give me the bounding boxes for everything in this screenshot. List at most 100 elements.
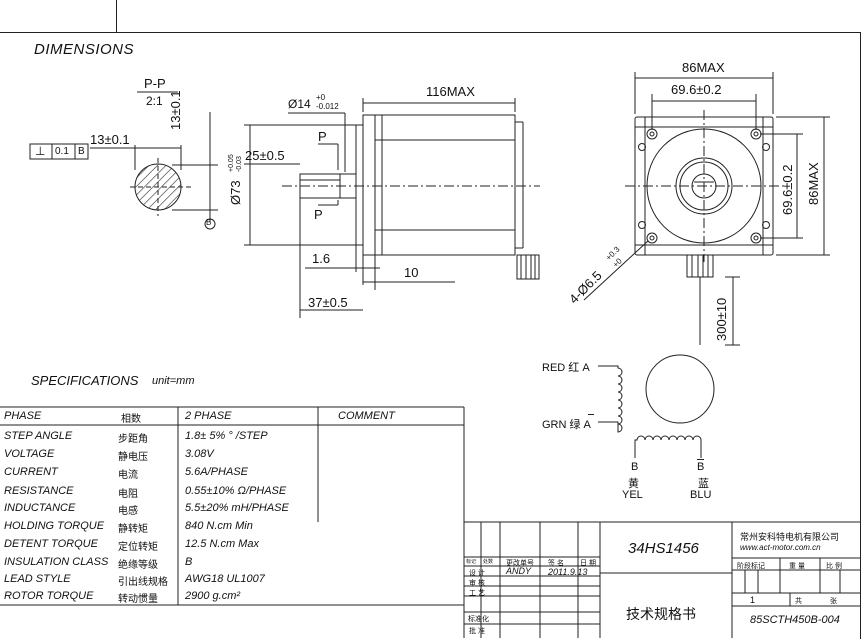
- specifications-heading: SPECIFICATIONS: [31, 373, 139, 388]
- spec-param: LEAD STYLE: [4, 573, 71, 585]
- drawing-number: 85SCTH450B-004: [750, 614, 840, 626]
- tb-total-label: 共: [795, 598, 802, 605]
- spec-param-cn: 转动惯量: [118, 594, 158, 605]
- spec-param-cn: 步距角: [118, 434, 148, 445]
- wire-b-left-en: YEL: [622, 489, 643, 501]
- tolerance-symbol: ⊥: [35, 144, 46, 158]
- spec-param-cn: 绝缘等级: [118, 560, 158, 571]
- spec-value: B: [185, 556, 193, 568]
- tb-sheet-label: 张: [830, 598, 837, 605]
- spec-value: 3.08V: [185, 448, 214, 460]
- tb-col-count: 处数: [483, 559, 494, 565]
- section-mark-bottom: P: [314, 207, 323, 222]
- spec-param: CURRENT: [4, 466, 58, 478]
- pilot-dia-tol-lower: -0.03: [236, 156, 243, 172]
- company-website: www.act-motor.com.cn: [740, 543, 821, 552]
- spec-row: INDUCTANCE 电感 5.5±20% mH/PHASE: [0, 499, 464, 517]
- spec-row: DETENT TORQUE 定位转矩 12.5 N.cm Max: [0, 535, 464, 553]
- tolerance-value: 0.1: [55, 146, 69, 157]
- comment-header: COMMENT: [338, 410, 395, 422]
- wire-grn-overbar: [588, 414, 594, 415]
- section-view: [29, 91, 218, 230]
- tb-row-approve: 批 准: [469, 628, 485, 635]
- height-hole-pitch: 69.6±0.2: [780, 164, 795, 215]
- unit-label: unit=mm: [152, 375, 195, 387]
- spec-row: INSULATION CLASS 绝缘等级 B: [0, 553, 464, 571]
- tb-row-standard: 标准化: [468, 616, 489, 623]
- spec-row: VOLTAGE 静电压 3.08V: [0, 445, 464, 463]
- spec-param: INDUCTANCE: [4, 502, 76, 514]
- tb-stage-label: 阶段标记: [737, 563, 765, 570]
- spec-param-cn: 电感: [118, 506, 138, 517]
- flange-thickness: 10: [404, 265, 419, 280]
- pilot-dia: Ø73: [228, 180, 243, 205]
- spec-param: INSULATION CLASS: [4, 556, 109, 568]
- shaft-dia-tol-lower: -0.012: [316, 102, 339, 111]
- tb-row-process: 工 艺: [469, 590, 485, 597]
- spec-value: 2900 g.cm²: [185, 590, 241, 602]
- spec-param: ROTOR TORQUE: [4, 590, 94, 602]
- wire-b-left: B: [631, 461, 639, 473]
- spec-value: 840 N.cm Min: [185, 520, 253, 532]
- spec-param: HOLDING TORQUE: [4, 520, 105, 532]
- company-name: 常州安科特电机有限公司: [740, 532, 840, 542]
- spec-row: RESISTANCE 电阻 0.55±10% Ω/PHASE: [0, 482, 464, 500]
- spec-param-cn: 电阻: [118, 489, 138, 500]
- spec-param: PHASE: [4, 410, 42, 422]
- spec-param-cn: 静转矩: [118, 524, 148, 535]
- pilot-dia-tol-upper: +0.05: [228, 154, 235, 172]
- hole-pitch: 69.6±0.2: [671, 82, 722, 97]
- tb-ratio-label: 比 例: [826, 563, 842, 570]
- spec-value: AWG18 UL1007: [185, 573, 265, 585]
- section-scale: 2:1: [146, 94, 163, 108]
- side-view: [244, 98, 540, 318]
- tb-col-sign: 签 名: [548, 560, 564, 567]
- wire-b-right: B: [697, 461, 705, 473]
- spec-row: HOLDING TORQUE 静转矩 840 N.cm Min: [0, 517, 464, 535]
- shaft-length: 37±0.5: [308, 295, 348, 310]
- tb-weight-label: 重 量: [789, 563, 805, 570]
- shaft-dia-tol-upper: +0: [316, 93, 326, 102]
- spec-value: 5.5±20% mH/PHASE: [185, 502, 289, 514]
- model-number: 34HS1456: [628, 540, 699, 557]
- tb-row-check: 审 核: [469, 580, 485, 587]
- drawing-border: [0, 32, 861, 639]
- wire-b-left-cn: 黄: [628, 478, 639, 490]
- tb-sheet-count: 1: [750, 595, 756, 605]
- spec-param: RESISTANCE: [4, 485, 74, 497]
- flat-length: 25±0.5: [245, 148, 285, 163]
- front-view: [583, 72, 830, 346]
- spec-param: VOLTAGE: [4, 448, 55, 460]
- tb-row-design: 设 计: [469, 570, 485, 577]
- dim-13-horizontal: 13±0.1: [90, 132, 130, 147]
- spec-param-cn: 定位转矩: [118, 542, 158, 553]
- height-max: 86MAX: [806, 162, 821, 205]
- tb-design-date: 2011.9.13: [548, 567, 588, 577]
- title-block-grid: [464, 521, 860, 638]
- spec-value: 2 PHASE: [185, 410, 232, 422]
- lead-length: 300±10: [714, 297, 729, 341]
- body-length: 116MAX: [426, 84, 475, 99]
- spec-param-cn: 电流: [118, 470, 138, 481]
- width-max: 86MAX: [682, 60, 725, 75]
- section-mark-top: P: [318, 129, 327, 144]
- wire-b-right-cn: 蓝: [698, 478, 709, 490]
- spec-param-cn: 静电压: [118, 452, 148, 463]
- spec-value: 1.8± 5% ° /STEP: [185, 430, 268, 442]
- dimensions-heading: DIMENSIONS: [34, 41, 135, 58]
- spec-value: 0.55±10% Ω/PHASE: [185, 485, 287, 497]
- spec-param: DETENT TORQUE: [4, 538, 98, 550]
- tolerance-datum: B: [78, 146, 85, 157]
- wire-b-right-overbar: [697, 459, 704, 460]
- spec-value: 12.5 N.cm Max: [185, 538, 259, 550]
- tb-designer: ANDY: [506, 566, 532, 576]
- pilot-depth: 1.6: [312, 251, 331, 266]
- wire-grn-label: GRN 绿 A: [542, 419, 591, 431]
- tb-col-date: 日 期: [580, 560, 596, 567]
- wire-red-label: RED 红 A: [542, 362, 590, 374]
- spec-param: STEP ANGLE: [4, 430, 73, 442]
